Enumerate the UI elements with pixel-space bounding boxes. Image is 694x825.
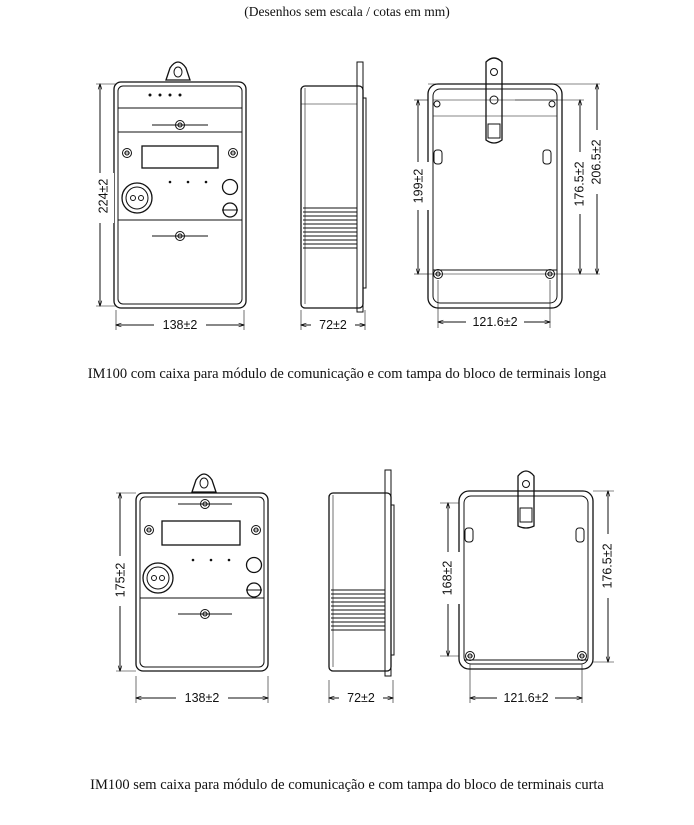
rear-outer-height-dimension-short: 176.5±2 bbox=[600, 543, 614, 588]
front-view-long bbox=[96, 61, 247, 330]
side-width-dimension-short: 72±2 bbox=[347, 691, 375, 705]
figure-caption-short: IM100 sem caixa para módulo de comunicaç… bbox=[90, 777, 604, 793]
rear-view-short bbox=[440, 470, 614, 703]
front-height-dimension-short: 175±2 bbox=[113, 563, 127, 598]
front-width-dimension: 138±2 bbox=[163, 318, 198, 332]
front-view-short bbox=[116, 473, 269, 703]
drawing-note: (Desenhos sem escala / cotas em mm) bbox=[244, 4, 450, 19]
rear-width-dimension-short: 121.6±2 bbox=[503, 691, 548, 705]
side-width-dimension: 72±2 bbox=[319, 318, 347, 332]
side-view-long bbox=[300, 61, 367, 330]
rear-inner-height-dimension-short: 168±2 bbox=[440, 561, 454, 596]
side-view-short bbox=[328, 469, 395, 703]
front-width-dimension-short: 138±2 bbox=[185, 691, 220, 705]
rear-mid-height-dimension: 176.5±2 bbox=[572, 161, 586, 206]
rear-outer-height-dimension: 206.5±2 bbox=[589, 139, 603, 184]
rear-width-dimension: 121.6±2 bbox=[472, 315, 517, 329]
rear-inner-height-dimension: 199±2 bbox=[411, 169, 425, 204]
figure-caption-long: IM100 com caixa para módulo de comunicaç… bbox=[87, 366, 607, 382]
front-height-dimension: 224±2 bbox=[96, 179, 110, 214]
